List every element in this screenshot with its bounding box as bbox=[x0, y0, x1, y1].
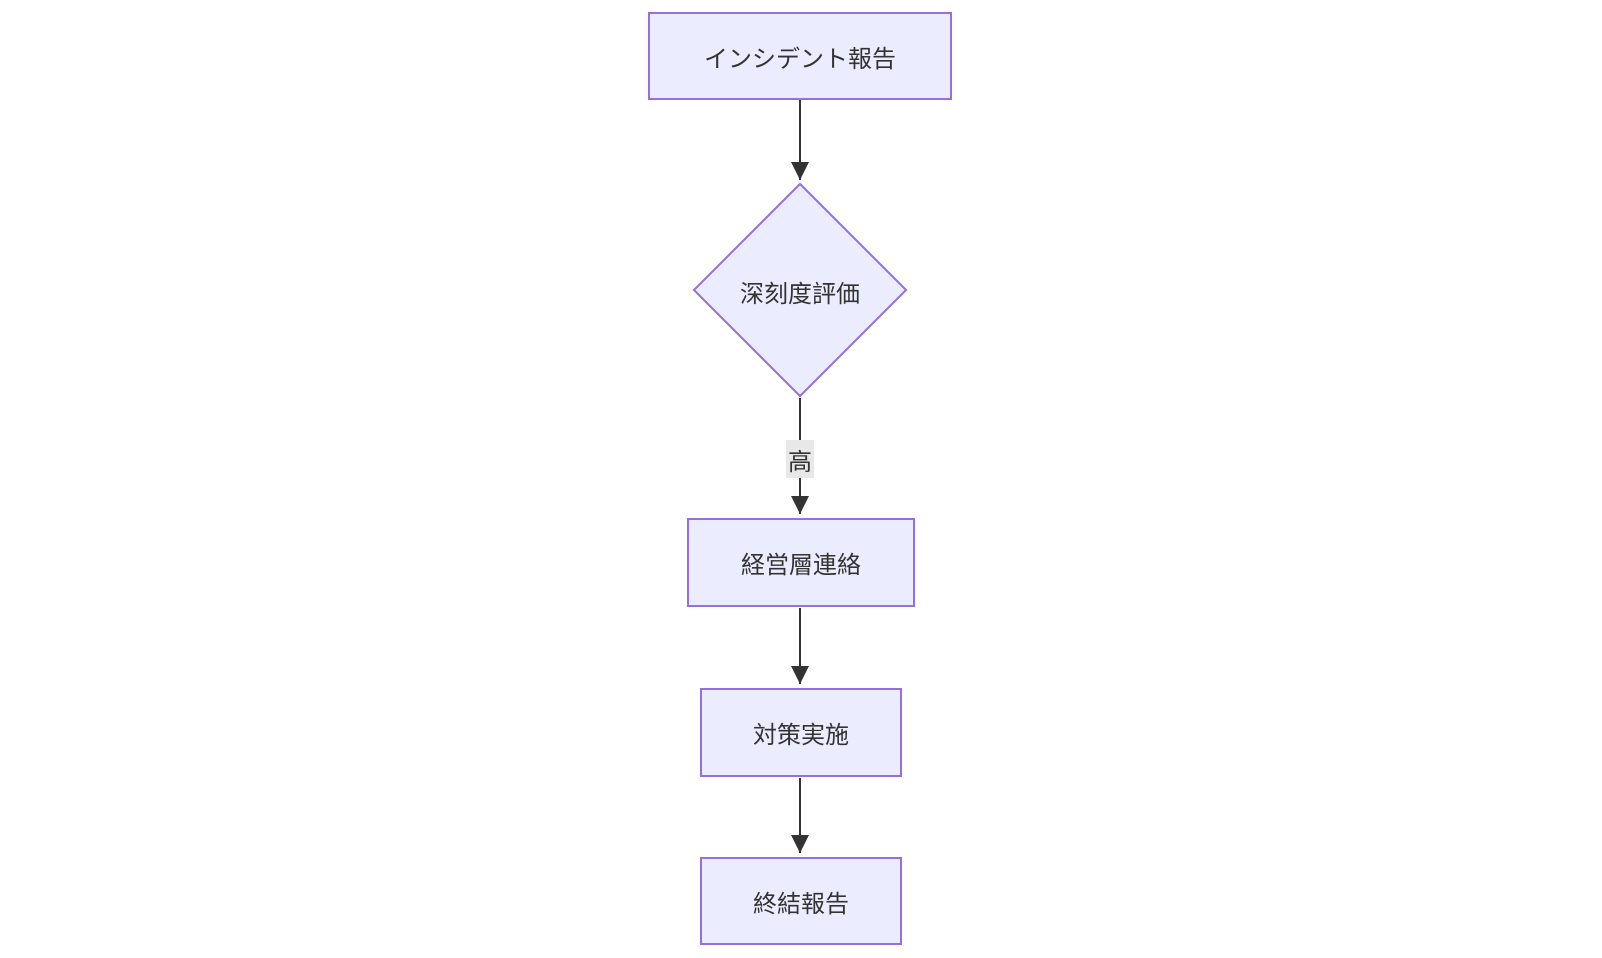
node-incident-report: インシデント報告 bbox=[648, 12, 952, 100]
edge-label-high: 高 bbox=[786, 440, 814, 478]
node-countermeasure-implementation: 対策実施 bbox=[700, 688, 902, 777]
node-executive-contact: 経営層連絡 bbox=[687, 518, 915, 607]
node-severity-assessment-label: 深刻度評価 bbox=[740, 281, 860, 308]
node-closure-report: 終結報告 bbox=[700, 857, 902, 945]
